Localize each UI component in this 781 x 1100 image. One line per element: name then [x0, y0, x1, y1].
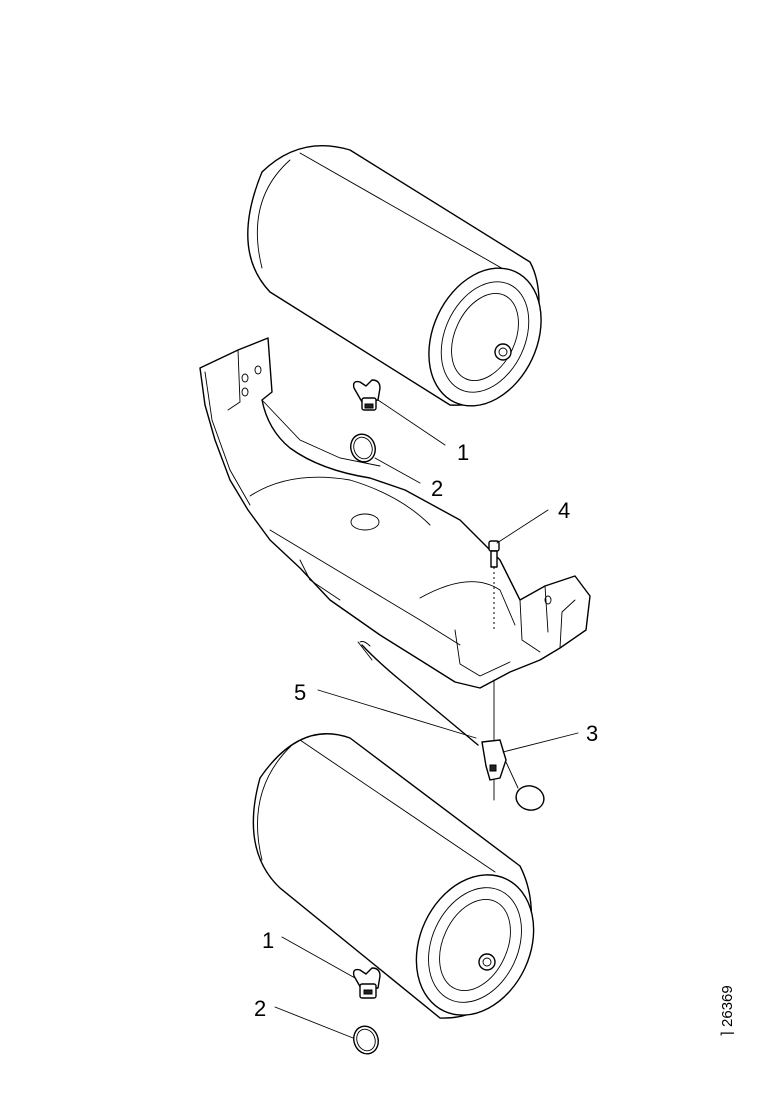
figure-ref-text: 26369	[719, 985, 736, 1027]
callout-5: 5	[294, 680, 306, 705]
callout-2-upper: 2	[431, 476, 443, 501]
tank-cradle-bracket	[199, 337, 591, 689]
callout-3: 3	[586, 721, 598, 746]
upper-air-tank	[247, 144, 542, 407]
leader-lines	[274, 399, 579, 1039]
upper-drain-valve	[352, 379, 381, 411]
cable-clamp	[481, 739, 545, 811]
callout-1-upper: 1	[457, 440, 469, 465]
callout-1-lower: 1	[262, 928, 274, 953]
lower-air-tank	[252, 733, 535, 1019]
callout-2-lower: 2	[254, 996, 266, 1021]
mounting-bolt	[488, 540, 500, 630]
callout-4: 4	[558, 498, 570, 523]
figure-reference-number: ⌉ 26369	[718, 985, 736, 1037]
lower-seal-ring	[353, 1025, 379, 1055]
upper-seal-ring	[350, 433, 376, 463]
lower-drain-valve	[352, 967, 381, 999]
retaining-cable	[357, 641, 479, 746]
figure-ref-bracket-icon: ⌉	[719, 1026, 736, 1037]
